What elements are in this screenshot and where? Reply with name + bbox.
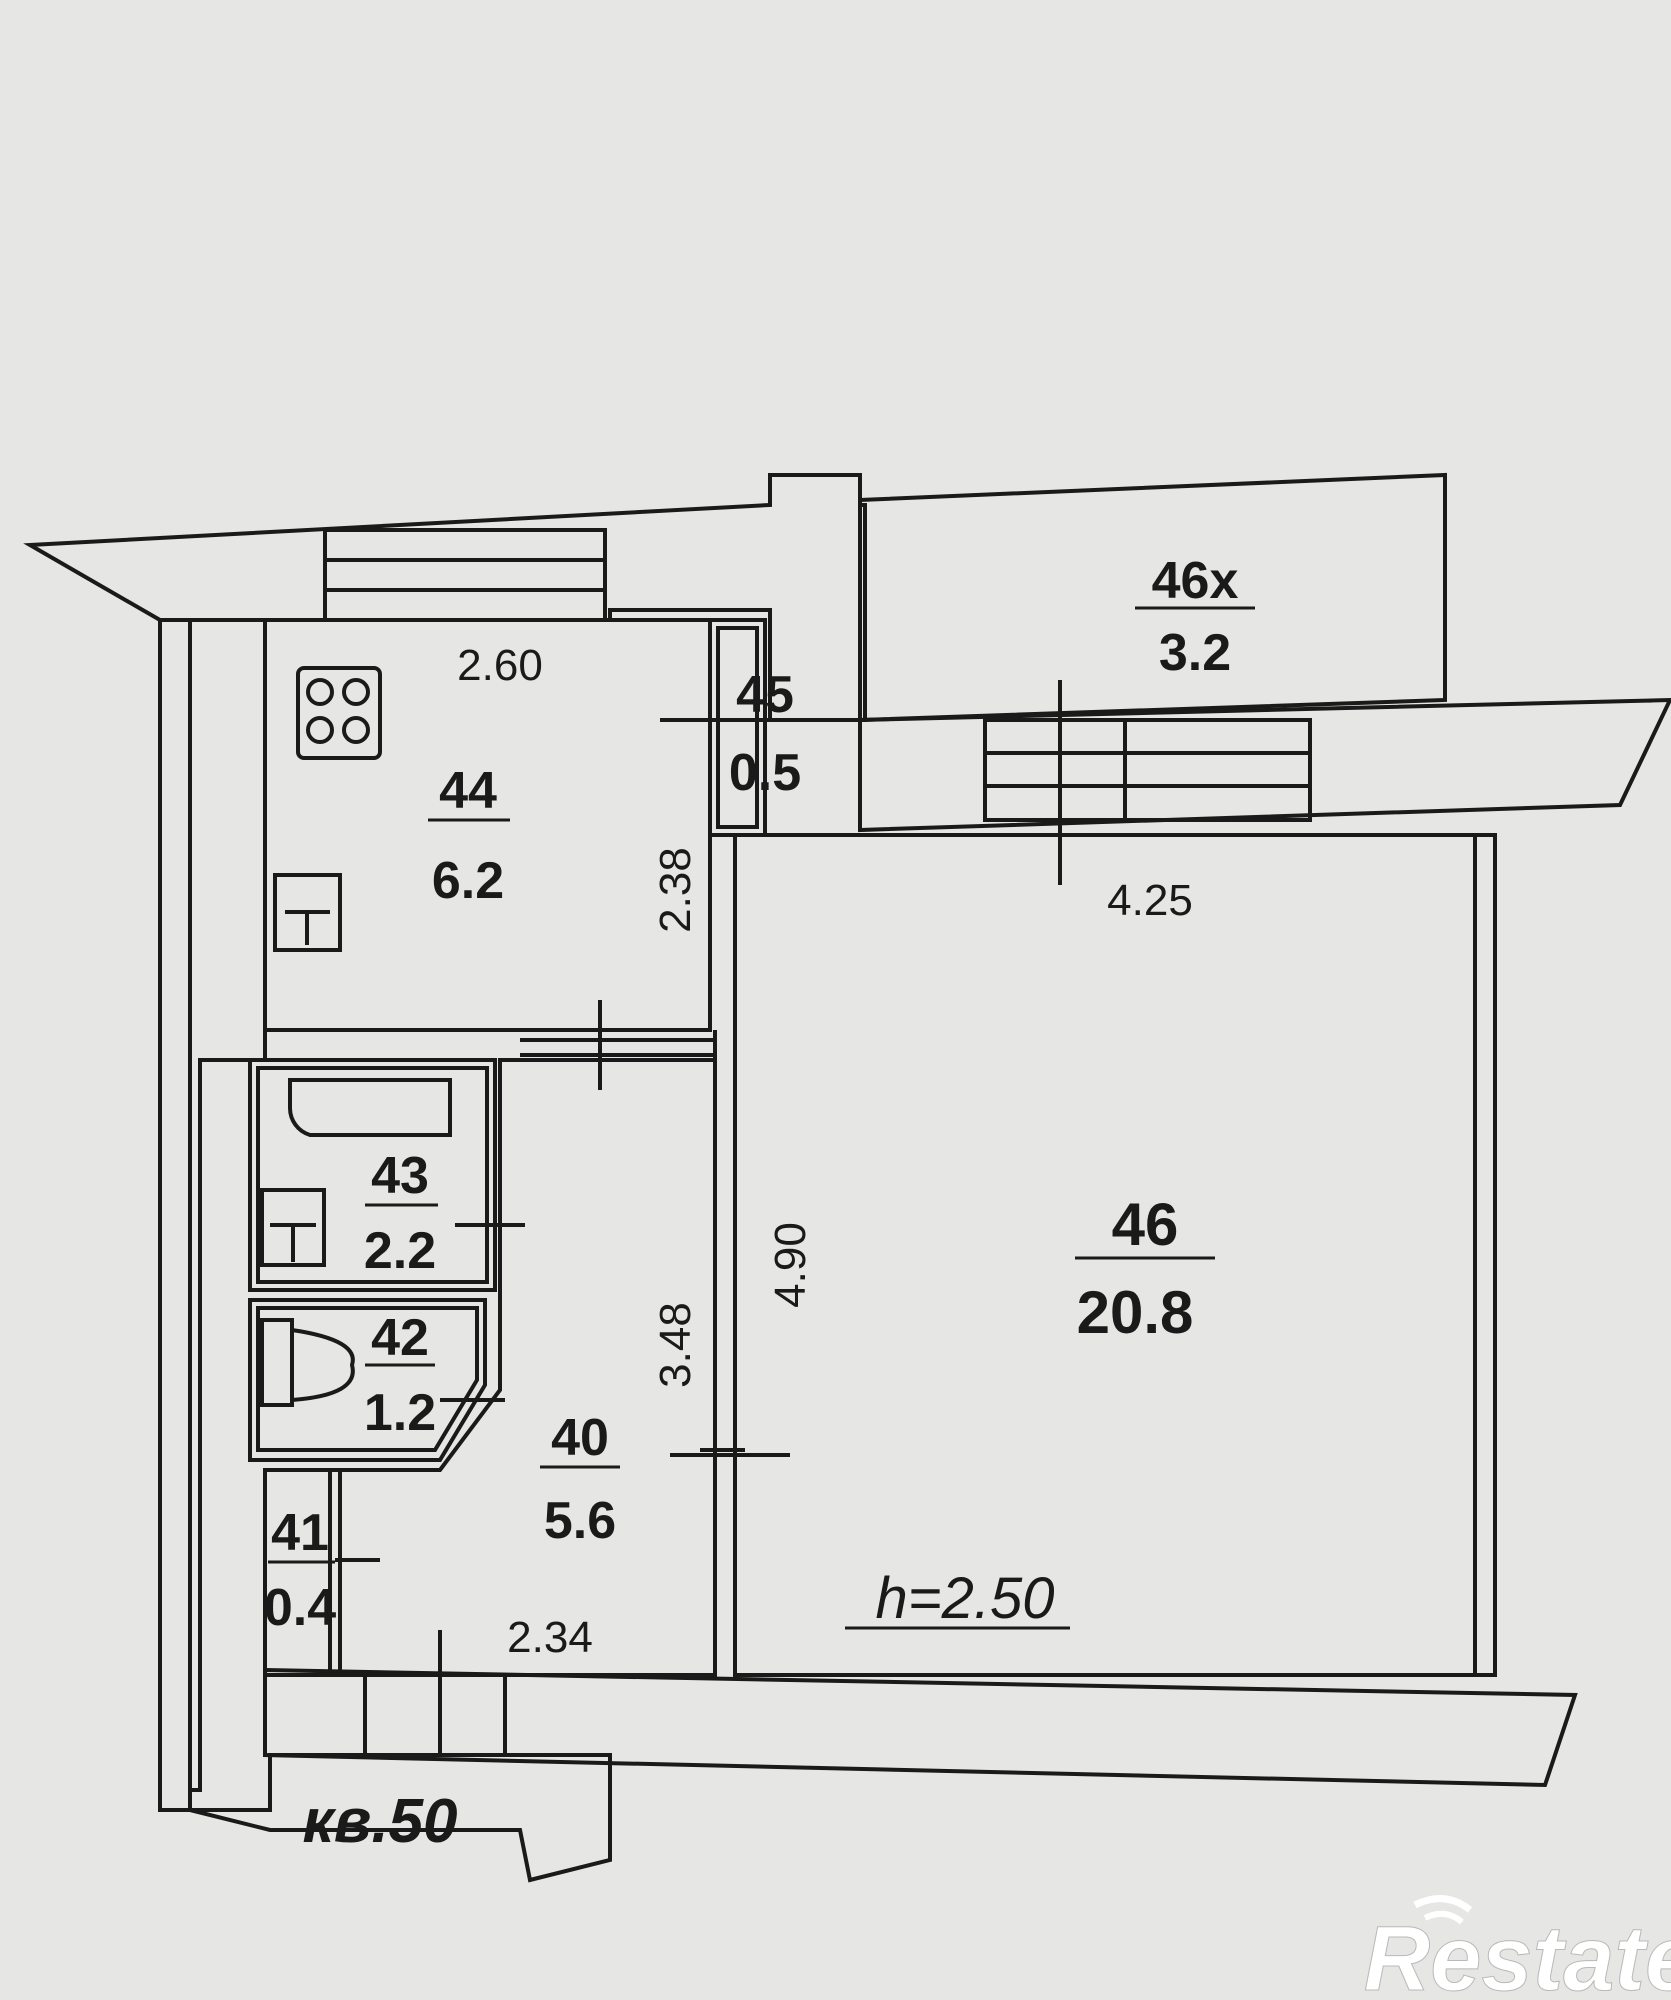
room-number-bathroom: 43 <box>371 1147 429 1205</box>
ceiling-height-label: h=2.50 <box>875 1566 1054 1631</box>
room-label-toilet: 42 1.2 <box>364 1309 436 1442</box>
room-number-closet: 41 <box>271 1504 329 1562</box>
room-label-closet: 41 0.4 <box>264 1504 336 1637</box>
room-area-hallway: 5.6 <box>544 1492 616 1550</box>
window-kitchen <box>323 528 607 622</box>
washbasin-icon <box>260 1188 326 1267</box>
toilet-icon <box>260 1318 355 1407</box>
room-area-storage: 0.5 <box>729 744 801 802</box>
room-closet-outline <box>263 1468 342 1677</box>
door-marks <box>335 680 1062 1755</box>
kitchen-sink-icon <box>273 873 342 952</box>
room-toilet-inner-outline <box>256 1306 479 1452</box>
room-bathroom-outline <box>248 1058 497 1292</box>
restate-logo: Restate <box>1363 1895 1671 2000</box>
room-area-closet: 0.4 <box>264 1579 336 1637</box>
dimension-hall-width: 2.34 <box>507 1613 593 1662</box>
outer-wall-bottom-left <box>189 1753 612 1883</box>
room-area-bathroom: 2.2 <box>364 1222 436 1280</box>
room-number-main: 46 <box>1112 1191 1179 1258</box>
room-label-balcony: 46x 3.2 <box>1135 552 1255 682</box>
stove-icon <box>296 666 382 760</box>
room-toilet-outline <box>248 1298 487 1462</box>
room-bathroom-inner-outline <box>256 1066 489 1284</box>
apartment-label: кв.50 <box>302 1787 457 1856</box>
room-label-main: 46 20.8 <box>1075 1191 1215 1346</box>
room-label-kitchen: 44 6.2 <box>428 762 510 910</box>
room-number-balcony: 46x <box>1152 552 1239 610</box>
outer-wall-top-right <box>858 697 1671 833</box>
outer-wall-bottom <box>263 1667 1578 1788</box>
watermark-text: Restate <box>1364 1908 1671 2000</box>
room-number-hallway: 40 <box>551 1409 609 1467</box>
window-main-room <box>983 718 1312 822</box>
room-area-balcony: 3.2 <box>1159 624 1231 682</box>
window-hallway <box>363 1673 507 1757</box>
room-number-storage: 45 <box>736 666 794 724</box>
room-number-toilet: 42 <box>371 1309 429 1367</box>
outer-wall-left <box>158 618 192 1812</box>
room-number-kitchen: 44 <box>439 762 497 820</box>
balcony-outline <box>858 472 1447 723</box>
outer-wall-left-inner <box>190 618 267 1792</box>
dimension-kitchen-depth: 2.38 <box>651 847 700 933</box>
room-label-bathroom: 43 2.2 <box>364 1147 438 1280</box>
room-label-hallway: 40 5.6 <box>540 1409 620 1550</box>
dimension-room-depth: 4.90 <box>766 1222 815 1308</box>
room-area-kitchen: 6.2 <box>432 852 504 910</box>
dimension-room-width: 4.25 <box>1107 876 1193 925</box>
room-area-toilet: 1.2 <box>364 1384 436 1442</box>
dimension-hall-depth: 3.48 <box>651 1302 700 1388</box>
bathtub-icon <box>287 1078 452 1137</box>
room-label-storage: 45 0.5 <box>725 666 805 802</box>
dimension-kitchen-width: 2.60 <box>457 641 543 690</box>
room-storage-inner-outline <box>716 626 759 829</box>
room-area-main: 20.8 <box>1077 1279 1194 1346</box>
